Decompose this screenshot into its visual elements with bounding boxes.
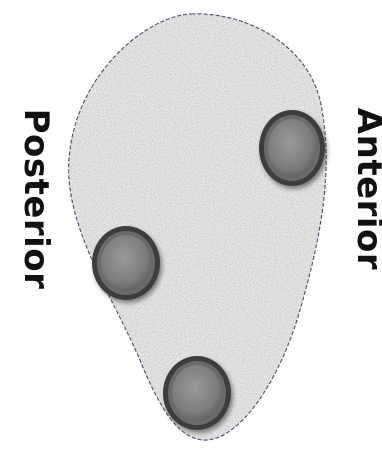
sensor-bottom [163,356,231,430]
sensor-anterior [259,110,325,186]
posterior-label: Posterior [19,109,53,290]
sensor-posterior [92,226,160,300]
anterior-label: Anterior [352,108,382,270]
